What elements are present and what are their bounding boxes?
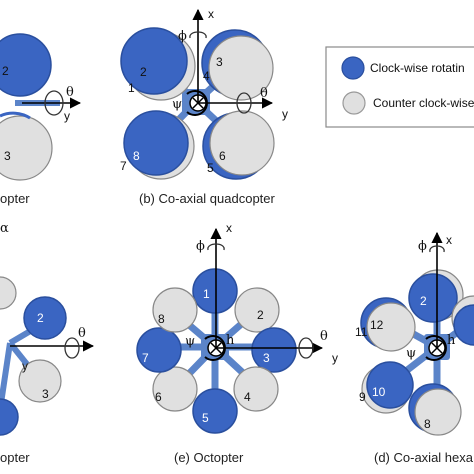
rotor-number-e-8: 8	[158, 312, 165, 326]
rotor-number-e-2: 2	[257, 308, 264, 322]
theta-label-e: θ	[320, 329, 328, 344]
rotor-a-2-cw	[0, 33, 52, 97]
theta-rotation-arrow-a	[44, 90, 64, 116]
rotor-c-2-cw	[23, 296, 67, 340]
rotor-e-6-ccw	[152, 366, 198, 412]
rotor-number-d-10: 10	[372, 385, 386, 399]
rotor-e-1-cw	[192, 268, 238, 314]
rotor-number-b-1: 1	[128, 81, 135, 95]
rotor-b-6-ccw	[209, 110, 275, 176]
rotor-number-e-6: 6	[155, 390, 162, 404]
panel-a-quadcopter: 2 3 y θ opter	[0, 33, 82, 206]
rotor-c-3-ccw	[18, 359, 62, 403]
panel-b-coaxial-quadcopter: 1 2 3 4 7 8 5 6 x y ϕ θ ψ (b) Co-axial q…	[120, 7, 288, 206]
panel-c-hexacopter: α 2 3 y θ opter	[0, 221, 95, 465]
rotor-number-d-2: 2	[420, 294, 427, 308]
x-axis-label-e: x	[226, 221, 232, 235]
theta-rotation-arrow-c	[64, 337, 80, 359]
theta-rotation-arrow-e	[298, 337, 314, 359]
rotor-number-b-6: 6	[219, 149, 226, 163]
rotor-number-d-9: 9	[359, 390, 366, 404]
psi-rotation-arrow-b	[186, 90, 208, 116]
rotor-number-e-1: 1	[203, 287, 210, 301]
psi-label-e: ψ	[185, 334, 195, 349]
rotor-number-b-2: 2	[140, 65, 147, 79]
phi-rotation-arrow-e	[207, 243, 225, 251]
y-axis-label-a: y	[64, 109, 70, 123]
psi-rotation-arrow-e	[204, 335, 226, 361]
legend-cw-label: Clock-wise rotatin	[370, 61, 465, 75]
rotor-number-e-3: 3	[263, 351, 270, 365]
rotor-number-e-7: 7	[142, 351, 149, 365]
rotor-e-3-cw	[251, 327, 297, 373]
rotor-number-d-12: 12	[370, 318, 384, 332]
caption-a: opter	[0, 191, 30, 206]
rotor-d-8-ccw	[414, 388, 462, 436]
caption-b: (b) Co-axial quadcopter	[139, 191, 276, 206]
phi-rotation-arrow-d	[429, 245, 445, 253]
psi-label-b: ψ	[172, 97, 182, 112]
panel-e-octopter: 1 2 3 4 5 6 7 8 x y ϕ θ ψ h (e) Octopter	[136, 221, 338, 465]
caption-c: opter	[0, 450, 30, 465]
rotor-d-10-cw	[366, 361, 414, 409]
rotor-e-8-ccw	[152, 287, 198, 333]
theta-label-c: θ	[78, 326, 86, 341]
legend-ccw-label: Counter clock-wise	[373, 96, 474, 110]
y-axis-label-c: y	[22, 359, 28, 373]
rotor-c-edge-top	[0, 276, 17, 310]
rotor-e-7-cw	[136, 327, 182, 373]
rotor-number-e-5: 5	[202, 411, 209, 425]
rotor-b-8-cw	[123, 110, 189, 176]
caption-d: (d) Co-axial hexa	[374, 450, 474, 465]
alpha-glyph-c: α	[0, 221, 9, 236]
rotor-e-2-ccw	[234, 287, 280, 333]
rotor-e-4-ccw	[233, 366, 279, 412]
rotor-number-c-3: 3	[42, 387, 49, 401]
phi-rotation-arrow-b	[189, 31, 207, 39]
rotor-a-3-ccw	[0, 115, 53, 181]
rotor-number-b-7: 7	[120, 159, 127, 173]
rotor-a-3-edge	[0, 111, 31, 120]
panel-d-coaxial-hexacopter: 2 11 12 9 10 8 x ϕ ψ h (d) Co-axial hexa	[355, 231, 474, 465]
y-axis-label-b: y	[282, 107, 288, 121]
h-label-d: h	[447, 333, 456, 348]
legend: Clock-wise rotatin Counter clock-wise	[325, 46, 474, 128]
caption-e: (e) Octopter	[174, 450, 244, 465]
x-axis-label-b: x	[208, 7, 214, 21]
legend-ccw-swatch	[342, 91, 366, 115]
rotor-number-e-4: 4	[244, 390, 251, 404]
x-axis-label-d: x	[446, 233, 452, 247]
rotor-e-5-cw	[192, 388, 238, 434]
rotor-d-edge-b	[453, 304, 474, 346]
theta-label-b: θ	[260, 86, 268, 101]
rotor-number-b-8: 8	[133, 149, 140, 163]
rotor-b-3-ccw	[208, 35, 274, 101]
rotor-number-b-3: 3	[216, 55, 223, 69]
theta-rotation-arrow-b	[236, 92, 252, 114]
rotor-d-2-cw	[408, 273, 458, 323]
rotor-number-a-3: 3	[4, 149, 11, 163]
rotor-number-b-4: 4	[203, 69, 210, 83]
phi-label-b: ϕ	[178, 29, 187, 44]
phi-label-e: ϕ	[196, 239, 205, 254]
legend-cw-swatch	[341, 56, 365, 80]
rotor-number-c-2: 2	[37, 311, 44, 325]
psi-label-d: ψ	[406, 346, 416, 361]
rotor-number-d-11: 11	[355, 325, 368, 339]
h-label-e: h	[226, 333, 235, 348]
rotor-number-d-8: 8	[424, 417, 431, 431]
rotor-number-a-2: 2	[2, 64, 9, 78]
rotor-number-b-5: 5	[207, 161, 214, 175]
y-axis-label-e: y	[332, 351, 338, 365]
theta-label-a: θ	[66, 85, 74, 100]
phi-label-d: ϕ	[418, 239, 427, 254]
rotor-d-12-ccw	[366, 302, 416, 352]
rotor-b-2-cw	[120, 27, 188, 95]
rotor-c-edge-bottom	[0, 398, 19, 436]
psi-rotation-arrow-d	[425, 335, 447, 361]
